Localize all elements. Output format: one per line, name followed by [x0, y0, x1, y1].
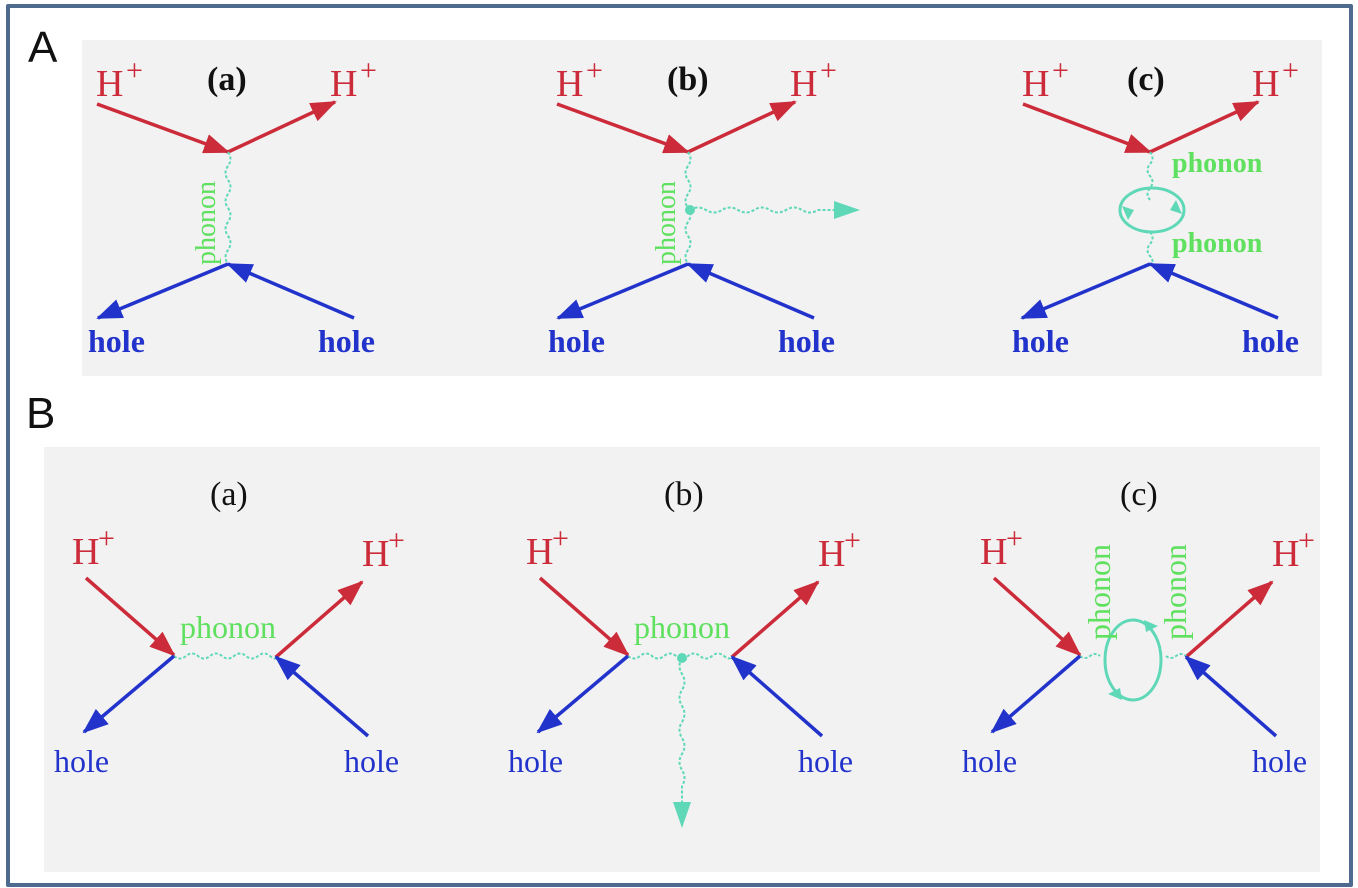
phonon-label: phonon: [651, 181, 682, 265]
outgoing-proton-line: [1149, 100, 1260, 154]
hole-label-right: hole: [1242, 323, 1299, 359]
proton-label-left: H: [72, 531, 99, 573]
phonon-label: phonon: [180, 609, 276, 645]
panel-a-letter: A: [28, 23, 58, 72]
phonon-label-bottom: phonon: [1172, 228, 1263, 259]
proton-label-right: H: [362, 533, 389, 575]
panel-a-diagram-b: (b) H + H + phonon hole hole: [548, 54, 860, 359]
charge-sup-left: +: [552, 522, 569, 555]
emitted-phonon-line: [673, 657, 691, 828]
outgoing-proton-line: [1184, 580, 1274, 659]
hole-label-left: hole: [1012, 323, 1069, 359]
hole-label-right: hole: [1252, 743, 1307, 779]
outgoing-proton-line: [730, 580, 820, 659]
phonon-label-top: phonon: [1172, 148, 1263, 179]
proton-label-right: H: [330, 63, 357, 105]
outgoing-hole-line: [556, 262, 689, 320]
phonon-loop: [1118, 186, 1186, 234]
charge-sup-left: +: [1006, 522, 1023, 555]
incoming-hole-line: [1184, 655, 1278, 738]
phonon-propagator-left: [1079, 653, 1101, 659]
subfigure-label: (b): [664, 476, 704, 513]
outgoing-proton-line: [687, 100, 797, 154]
charge-sup-left: +: [126, 54, 143, 87]
loop-arrow-right: [1170, 200, 1182, 214]
incoming-hole-line: [686, 262, 815, 320]
hole-label-left: hole: [54, 743, 109, 779]
incoming-proton-line: [538, 576, 630, 657]
phonon-label: phonon: [634, 609, 730, 645]
hole-label-right: hole: [344, 743, 399, 779]
phonon-propagator-top: [1146, 151, 1154, 201]
incoming-proton-line: [1022, 102, 1152, 154]
incoming-hole-line: [1148, 262, 1279, 320]
incoming-hole-line: [730, 655, 824, 738]
subfigure-label: (b): [667, 61, 709, 98]
subfigure-label: (a): [207, 61, 247, 98]
hole-label-left: hole: [88, 323, 145, 359]
charge-sup-left: +: [586, 54, 603, 87]
proton-label-left: H: [556, 63, 583, 105]
charge-sup-right: +: [360, 54, 377, 87]
phonon-label-right: phonon: [1157, 544, 1193, 640]
panel-b-diagram-c: (c) H + H + phonon phonon hole hole: [962, 476, 1315, 779]
incoming-hole-line: [274, 655, 370, 738]
panel-b-diagram-a: (a) H + H + phonon hole hole: [54, 476, 405, 779]
proton-label-left: H: [1022, 63, 1049, 105]
charge-sup-right: +: [388, 524, 405, 557]
phonon-label: phonon: [191, 181, 222, 265]
charge-sup-right: +: [820, 54, 837, 87]
charge-sup-right: +: [1282, 54, 1299, 87]
outgoing-hole-line: [990, 654, 1082, 734]
hole-label-right: hole: [778, 323, 835, 359]
hole-label-left: hole: [508, 743, 563, 779]
charge-sup-left: +: [1052, 54, 1069, 87]
proton-label-right: H: [1252, 63, 1279, 105]
hole-label-left: hole: [548, 323, 605, 359]
panel-a-diagram-c: (c) H + H + phonon phonon hole hole: [1012, 54, 1299, 359]
outgoing-hole-line: [96, 262, 229, 320]
emitted-phonon-line: [689, 201, 860, 219]
outgoing-hole-line: [536, 654, 630, 734]
proton-label-left: H: [96, 63, 123, 105]
panel-b-diagram-b: (b) H + H + phonon hole hole: [508, 476, 861, 828]
incoming-proton-line: [84, 576, 176, 657]
subfigure-label: (c): [1120, 476, 1158, 513]
phonon-label-left: phonon: [1081, 544, 1117, 640]
outgoing-proton-line: [274, 580, 364, 659]
subfigure-label: (a): [210, 476, 248, 513]
incoming-proton-line: [556, 102, 690, 154]
loop-arrow-left: [1122, 206, 1134, 220]
incoming-proton-line: [96, 102, 230, 154]
proton-label-left: H: [980, 531, 1007, 573]
phonon-propagator-bottom: [1146, 231, 1154, 265]
proton-label-right: H: [818, 533, 845, 575]
loop-arrow-top: [1144, 620, 1158, 632]
incoming-proton-line: [992, 576, 1082, 657]
proton-label-right: H: [1272, 533, 1299, 575]
phonon-propagator: [224, 151, 232, 265]
hole-label-right: hole: [798, 743, 853, 779]
charge-sup-right: +: [844, 524, 861, 557]
hole-label-left: hole: [962, 743, 1017, 779]
outgoing-hole-line: [1020, 262, 1151, 320]
subfigure-label: (c): [1127, 61, 1165, 98]
phonon-loop: [1103, 618, 1163, 702]
outgoing-hole-line: [82, 654, 176, 734]
incoming-hole-line: [226, 262, 355, 320]
hole-label-right: hole: [318, 323, 375, 359]
charge-sup-left: +: [98, 522, 115, 555]
proton-label-left: H: [526, 531, 553, 573]
proton-label-right: H: [790, 63, 817, 105]
panel-b-letter: B: [26, 389, 55, 438]
loop-arrow-bottom: [1108, 688, 1122, 700]
panel-a-diagram-a: (a) H + H + phonon hole hole: [88, 54, 377, 359]
phonon-propagator-right: [1165, 653, 1187, 659]
charge-sup-right: +: [1298, 524, 1315, 557]
outgoing-proton-line: [227, 100, 337, 154]
